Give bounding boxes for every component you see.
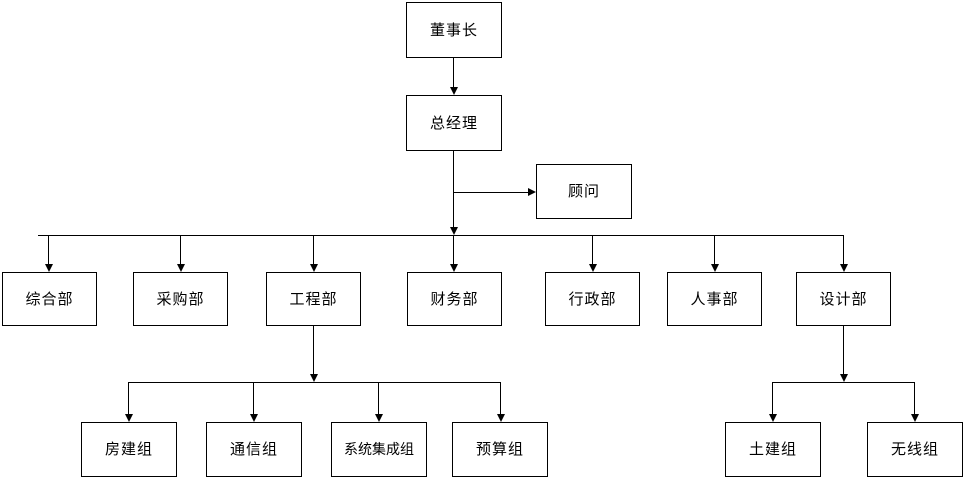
node-dept-engineering-label: 工程部	[289, 289, 338, 308]
arrowhead-bus-to-group3	[375, 414, 383, 422]
node-advisor-label: 顾问	[567, 182, 600, 200]
node-dept-human-resources-label: 人事部	[690, 289, 739, 308]
arrowhead-bus-to-dept2	[177, 264, 185, 272]
connector-engineering-group-bus	[128, 382, 501, 383]
connector-bus-to-dept5	[592, 235, 593, 264]
connector-gm-to-advisor	[453, 192, 528, 193]
connector-bus-to-dept6	[714, 235, 715, 264]
connector-bus-to-group3	[378, 382, 379, 414]
node-group-system-integration-label: 系统集成组	[344, 441, 414, 458]
node-chairman[interactable]: 董事长	[406, 2, 502, 58]
node-group-budget[interactable]: 预算组	[452, 422, 548, 477]
node-dept-finance[interactable]: 财务部	[407, 272, 502, 326]
arrowhead-gm-to-department-bus	[450, 227, 458, 235]
connector-gm-trunk	[453, 151, 454, 227]
arrowhead-bus-to-group4	[497, 414, 505, 422]
node-group-building-construction-label: 房建组	[104, 440, 153, 458]
node-group-wireless-label: 无线组	[890, 440, 939, 458]
connector-bus-to-dept7	[843, 235, 844, 264]
node-advisor[interactable]: 顾问	[536, 164, 632, 219]
node-general-manager-label: 总经理	[429, 113, 478, 132]
node-group-building-construction[interactable]: 房建组	[81, 422, 177, 477]
connector-bus-to-group6	[914, 382, 915, 414]
connector-design-group-bus	[772, 382, 915, 383]
node-group-communications-label: 通信组	[229, 440, 278, 458]
connector-chairman-to-gm	[453, 58, 454, 87]
arrowhead-bus-to-dept5	[589, 264, 597, 272]
arrowhead-gm-to-advisor	[528, 188, 536, 196]
node-dept-administration[interactable]: 行政部	[545, 272, 640, 326]
node-group-wireless[interactable]: 无线组	[867, 422, 963, 477]
node-dept-finance-label: 财务部	[430, 289, 479, 308]
node-dept-procurement[interactable]: 采购部	[133, 272, 228, 326]
connector-bus-to-group2	[253, 382, 254, 414]
arrowhead-bus-to-dept7	[840, 264, 848, 272]
node-dept-general-affairs-label: 综合部	[25, 289, 74, 308]
arrowhead-bus-to-dept4	[450, 264, 458, 272]
node-dept-design-label: 设计部	[819, 289, 868, 308]
node-chairman-label: 董事长	[429, 20, 478, 39]
connector-bus-to-dept2	[180, 235, 181, 264]
node-dept-design[interactable]: 设计部	[796, 272, 891, 326]
node-general-manager[interactable]: 总经理	[406, 95, 502, 151]
connector-bus-to-group4	[500, 382, 501, 414]
node-dept-engineering[interactable]: 工程部	[266, 272, 361, 326]
arrowhead-chairman-to-gm	[450, 87, 458, 95]
arrowhead-bus-to-group2	[250, 414, 258, 422]
connector-bus-to-dept3	[313, 235, 314, 264]
node-dept-human-resources[interactable]: 人事部	[667, 272, 762, 326]
connector-bus-to-dept1	[48, 235, 49, 264]
node-dept-general-affairs[interactable]: 综合部	[2, 272, 97, 326]
arrowhead-bus-to-dept3	[310, 264, 318, 272]
connector-engineering-trunk	[313, 326, 314, 374]
node-dept-procurement-label: 采购部	[156, 289, 205, 308]
node-group-system-integration[interactable]: 系统集成组	[331, 422, 427, 477]
arrowhead-engineering-to-group-bus	[310, 374, 318, 382]
node-dept-administration-label: 行政部	[568, 289, 617, 308]
node-group-civil-engineering-label: 土建组	[748, 440, 797, 458]
node-group-civil-engineering[interactable]: 土建组	[725, 422, 821, 477]
arrowhead-bus-to-group6	[911, 414, 919, 422]
node-group-communications[interactable]: 通信组	[206, 422, 302, 477]
connector-bus-to-dept4	[453, 235, 454, 264]
arrowhead-design-to-group-bus	[840, 374, 848, 382]
arrowhead-bus-to-dept1	[45, 264, 53, 272]
node-group-budget-label: 预算组	[475, 440, 524, 458]
arrowhead-bus-to-group1	[125, 414, 133, 422]
connector-design-trunk	[843, 326, 844, 374]
arrowhead-bus-to-dept6	[711, 264, 719, 272]
connector-bus-to-group1	[128, 382, 129, 414]
connector-department-bus	[38, 235, 844, 236]
arrowhead-bus-to-group5	[769, 414, 777, 422]
connector-bus-to-group5	[772, 382, 773, 414]
